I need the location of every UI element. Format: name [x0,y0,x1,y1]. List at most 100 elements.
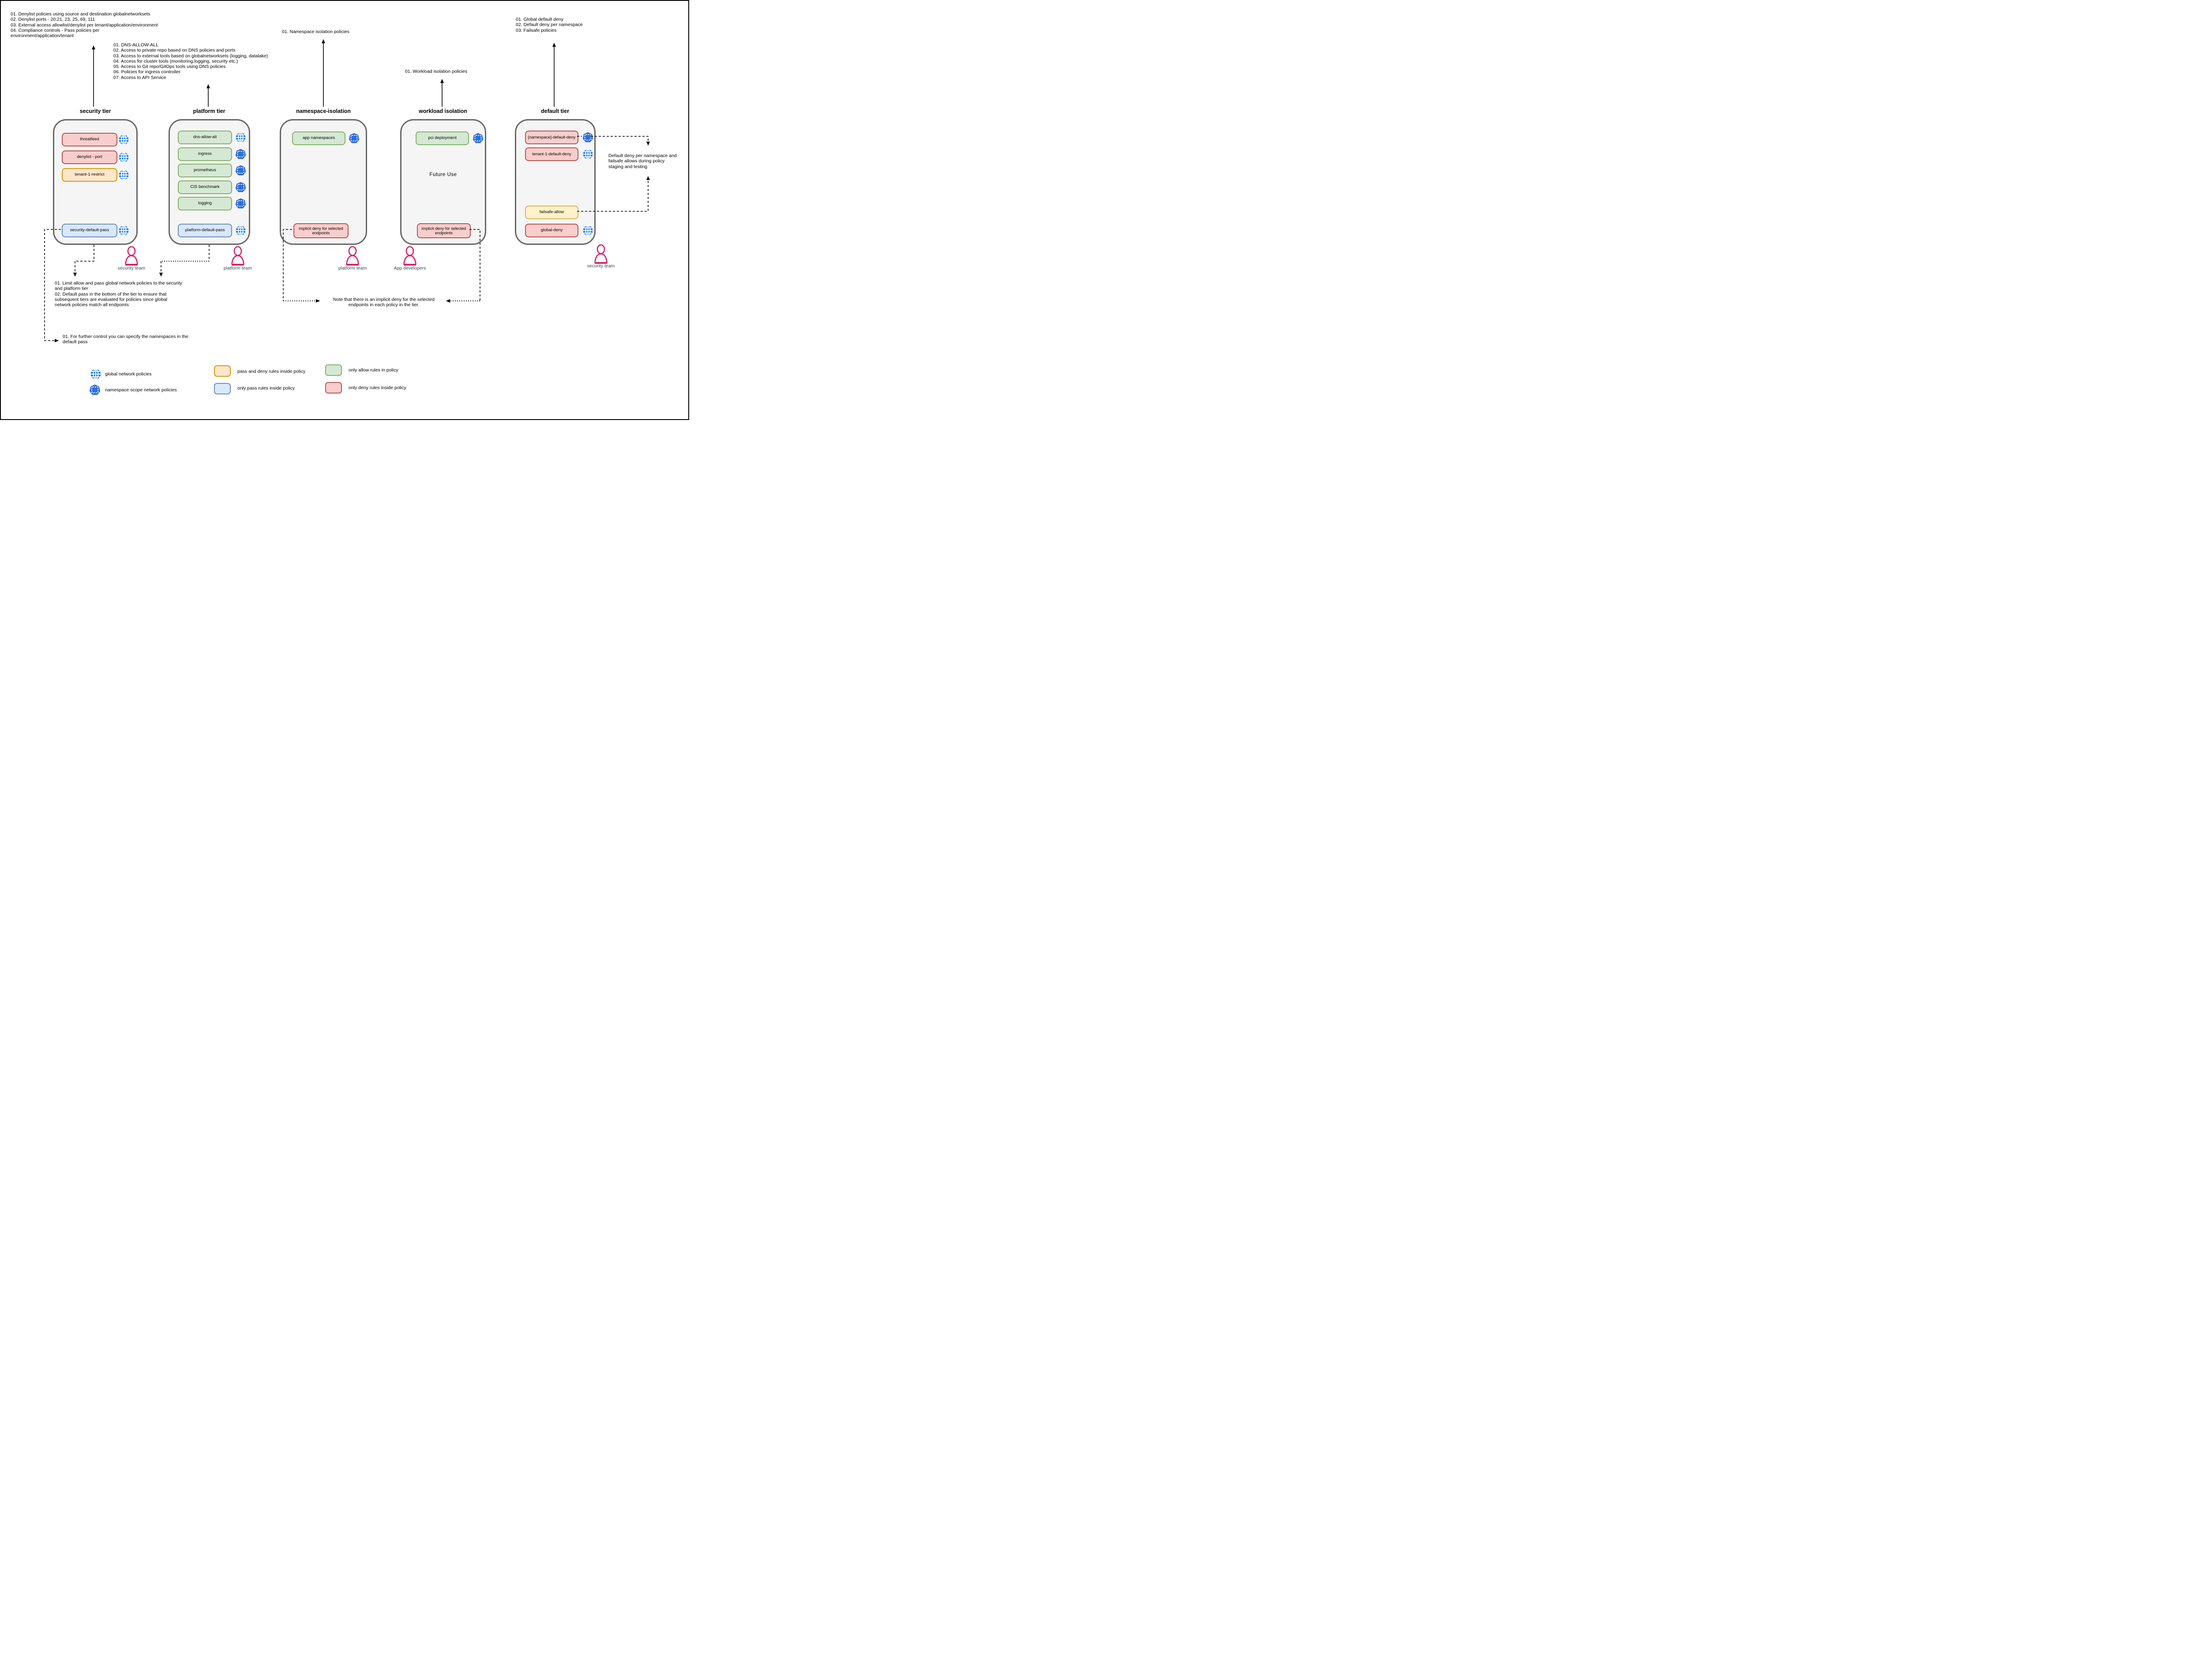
namespace-icon [235,198,247,212]
namespace-icon [235,165,247,179]
namespace-icon [472,132,484,146]
tier-box-platform: dns-allow-all ingress prometheus CIS ben… [169,119,250,245]
policy-label: tenant-1-restrict [75,172,105,177]
policy-label: platform-default-pass [185,228,225,233]
policy-label: global-deny [540,228,563,233]
policy-label: dns-allow-all [193,135,217,140]
team-label-platform-2: platform team [338,266,367,271]
dashed-nsdeny-to-note [591,136,650,146]
policy-label: denylist - port [77,154,102,160]
tier-box-security: threatfeed denylist - port tenant-1-rest… [53,119,138,245]
tier-title-default: default tier [541,108,569,114]
globe-icon [235,132,246,145]
namespace-icon [235,181,247,195]
team-platform-2 [344,246,361,269]
policy-label: threatfeed [80,137,99,142]
tier-box-workload-isolation: pci deployment Future Use implicit deny … [400,119,486,245]
globe-icon [118,134,129,147]
globe-icon [582,149,593,162]
default-pass-note: 01. Limit allow and pass global network … [55,281,182,308]
policy-pill-global-deny: global-deny [525,224,578,237]
security-tier-notes: 01. Denylist policies using source and d… [11,11,158,39]
legend-swatch-allow-only [325,364,342,376]
namespace-icon [348,132,360,146]
policy-label: implicit deny for selected endpoints [421,226,466,235]
globe-icon [582,225,593,238]
team-label-security-1: security team [117,266,146,271]
policy-pill-failsafe-allow: failsafe-allow [525,206,578,219]
policy-label: pci deployment [428,135,457,141]
policy-label: prometheus [194,168,216,173]
policy-pill-tenant-1-restrict: tenant-1-restrict [62,168,117,182]
policy-pill-tenant-1-default-deny: tenant-1-default-deny [525,147,578,161]
person-icon [231,246,244,266]
globe-icon [118,225,129,238]
platform-tier-notes: 01. DNS-ALLOW-ALL 02. Access to private … [113,42,268,80]
namespace-icon [89,384,101,398]
person-icon [594,244,608,264]
tier-title-platform: platform tier [193,108,225,114]
implicit-deny-note: Note that there is an implicit deny for … [333,297,435,308]
person-icon [125,246,138,266]
policy-pill-ingress: ingress [178,147,232,161]
dashed-security-bottom [75,245,94,262]
globe-icon [90,368,101,382]
person-icon [346,246,359,266]
team-platform-1 [229,246,246,269]
globe-icon [118,169,129,183]
policy-label: [namespace]-default-deny [528,135,576,140]
policy-pill-pci-deployment: pci deployment [416,131,469,145]
legend-label-pass-deny: pass and deny rules inside policy [237,369,306,374]
policy-pill-security-default-pass: security-default-pass [62,224,117,237]
workload-isolation-notes: 01. Workload isolation policies [405,69,468,74]
team-label-security-2: security team [587,263,615,269]
tier-box-default: [namespace]-default-deny tenant-1-defaul… [515,119,596,245]
team-security-2 [593,244,609,267]
staging-note: Default deny per namespace and failsafe … [608,153,677,169]
policy-pill-implicit-deny: implicit deny for selected endpoints [293,223,349,238]
namespace-icon [582,131,594,146]
legend-swatch-pass-only [214,383,231,394]
namespaces-note: 01. For further control you can specify … [63,334,188,345]
policy-label: CIS benchmark [190,184,220,190]
policy-pill-threatfeed: threatfeed [62,133,117,146]
legend-swatch-pass-deny [214,365,231,377]
policy-pill-denylist-port: denylist - port [62,150,117,164]
globe-icon [118,152,129,165]
policy-label: failsafe-allow [539,210,564,215]
policy-pill-app-namespaces: app namespaces [292,131,345,145]
default-tier-notes: 01. Global default deny 02. Default deny… [516,17,583,33]
legend-label-allow-only: only allow rules in policy [349,368,398,373]
person-icon [403,246,416,266]
team-app-developers [401,246,418,269]
team-security-1 [123,246,140,269]
tier-box-namespace-isolation: app namespaces implicit deny for selecte… [280,119,367,245]
diagram-canvas: 01. Denylist policies using source and d… [0,0,689,420]
policy-label: logging [198,201,212,206]
namespace-isolation-notes: 01. Namespace isolation policies [282,29,349,34]
team-label-platform-1: platform team [223,266,252,271]
legend-label-pass-only: only pass rules inside policy [237,386,295,391]
tier-title-namespace-isolation: namespace-isolation [296,108,351,114]
team-label-app-developers: App developers [394,266,426,271]
globe-icon [235,225,246,238]
policy-pill-dns-allow-all: dns-allow-all [178,131,232,144]
policy-label: tenant-1-default-deny [532,152,571,157]
policy-pill-namespace-default-deny: [namespace]-default-deny [525,131,578,144]
legend-label-deny-only: only deny rules inside policy [349,385,406,390]
legend-swatch-deny-only [325,382,342,394]
legend-label-namespace: namespace scope network policies [105,387,177,393]
policy-pill-platform-default-pass: platform-default-pass [178,224,232,237]
policy-pill-implicit-deny: implicit deny for selected endpoints [417,223,471,238]
namespace-icon [235,148,247,162]
policy-pill-prometheus: prometheus [178,164,232,177]
policy-pill-cis-benchmark: CIS benchmark [178,180,232,194]
future-use-label: Future Use [429,172,457,177]
policy-label: ingress [198,151,212,157]
legend-label-global: global network policies [105,371,152,377]
policy-label: implicit deny for selected endpoints [299,226,343,235]
policy-label: security-default-pass [70,228,109,233]
policy-pill-logging: logging [178,197,232,210]
policy-label: app namespaces [302,135,335,141]
tier-title-security: security tier [79,108,111,114]
